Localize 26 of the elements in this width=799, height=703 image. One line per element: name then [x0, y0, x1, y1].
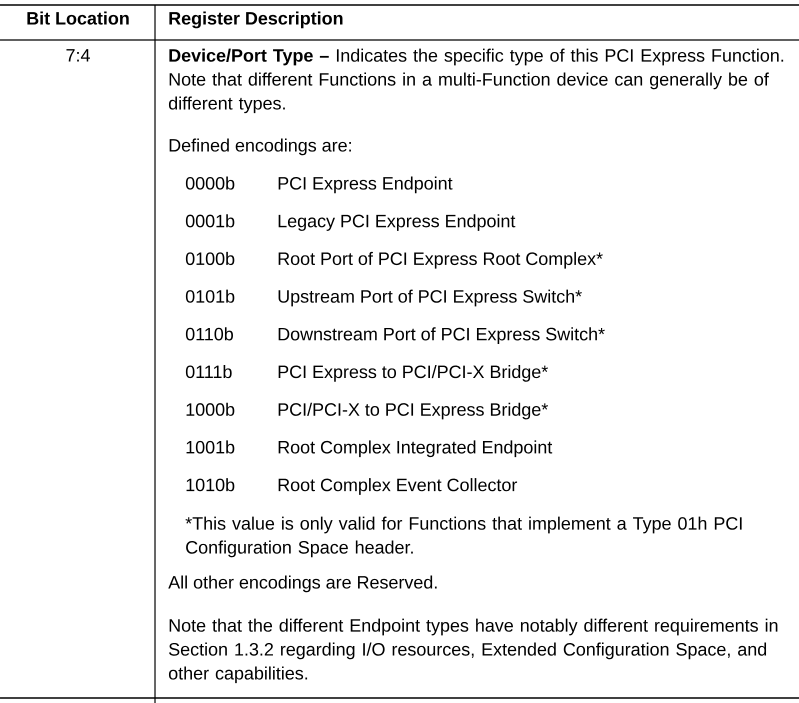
column-header: Bit Location	[27, 12, 129, 25]
description-text: Defined encodings are:	[170, 138, 351, 156]
encoding-value: 1010b	[186, 478, 234, 492]
footnote: *This value is only valid for Functions that implement a Type 01h PCI Configuration Space header.	[186, 516, 742, 558]
encoding-meaning: Legacy PCI Express Endpoint	[278, 214, 516, 231]
encoding-meaning: PCI Express Endpoint	[278, 176, 452, 194]
encoding-value: 0100b	[186, 252, 234, 266]
encoding-value: 0111b	[186, 365, 232, 378]
encoding-meaning: Upstream Port of PCI Express Switch*	[278, 290, 582, 306]
column-header: Register Description	[169, 12, 342, 28]
encoding-value: 0001b	[186, 214, 234, 228]
encoding-value: 1001b	[186, 440, 234, 454]
bit-range: 7:4	[66, 49, 90, 62]
encoding-meaning: Root Complex Integrated Endpoint	[278, 440, 552, 458]
encoding-value: 0101b	[186, 290, 234, 303]
encoding-meaning: PCI Express to PCI/PCI-X Bridge*	[278, 365, 548, 382]
encoding-meaning: Downstream Port of PCI Express Switch*	[278, 327, 605, 344]
encoding-value: 0000b	[186, 176, 234, 190]
encoding-value: 1000b	[186, 402, 234, 416]
encoding-meaning: Root Port of PCI Express Root Complex*	[278, 252, 603, 269]
encoding-meaning: Root Complex Event Collector	[278, 478, 518, 495]
description-text: All other encodings are Reserved.	[168, 576, 437, 592]
note-text: Note that the different Endpoint types have notably different requirements in Section 1.3.2 regarding I/O resources, Extended Configuration Space, and other capabilities.	[168, 618, 778, 684]
encoding-meaning: PCI/PCI-X to PCI Express Bridge*	[278, 402, 548, 420]
field-description: Device/Port Type – Indicates the specific type of this PCI Express Function. Note that different Functions in a multi-Function device can generally be of different types.	[168, 48, 784, 114]
encoding-value: 0110b	[186, 327, 233, 340]
